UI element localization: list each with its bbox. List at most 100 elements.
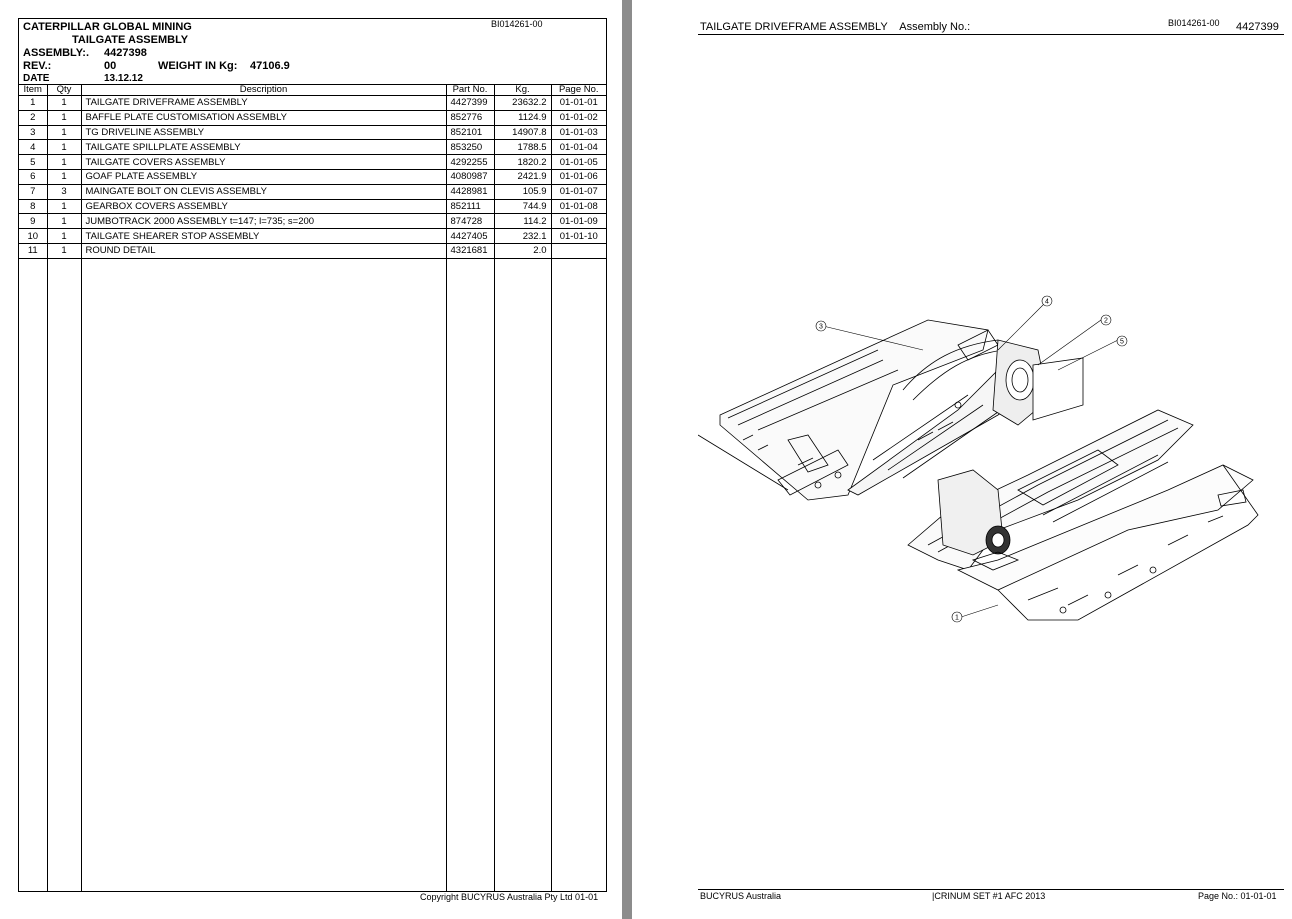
balloon-3: 3 bbox=[815, 320, 827, 332]
item-cell: 9 bbox=[19, 213, 47, 230]
qty-cell: 1 bbox=[46, 169, 81, 185]
item-cell: 11 bbox=[19, 243, 47, 259]
qty-cell: 1 bbox=[46, 154, 81, 170]
description-cell: TAILGATE SPILLPLATE ASSEMBLY bbox=[80, 139, 446, 156]
svg-text:3: 3 bbox=[819, 324, 823, 331]
drawing-title: TAILGATE DRIVEFRAME ASSEMBLY Assembly No… bbox=[700, 21, 970, 33]
assembly-drawing: 3 4 2 5 1 bbox=[698, 295, 1259, 623]
column-header-part-no: Part No. bbox=[445, 84, 494, 96]
footer-set: |CRINUM SET #1 AFC 2013 bbox=[932, 891, 1046, 901]
qty-cell: 1 bbox=[46, 139, 81, 156]
drawing-assembly-number: 4427399 bbox=[1236, 21, 1279, 33]
balloon-2: 2 bbox=[1100, 314, 1112, 326]
copyright-footer: Copyright BUCYRUS Australia Pty Ltd 01-0… bbox=[420, 892, 599, 902]
part-no-cell: 4292255 bbox=[445, 154, 494, 170]
balloon-4: 4 bbox=[1041, 295, 1053, 307]
description-cell: BAFFLE PLATE CUSTOMISATION ASSEMBLY bbox=[80, 110, 446, 126]
description-cell: TAILGATE SHEARER STOP ASSEMBLY bbox=[80, 228, 446, 244]
weight-cell: 114.2 bbox=[493, 213, 551, 230]
weight-label: WEIGHT IN Kg: bbox=[158, 60, 238, 72]
page-no-cell: 01-01-06 bbox=[550, 169, 606, 185]
column-header-item: Item bbox=[19, 84, 47, 96]
part-no-cell: 852776 bbox=[445, 110, 494, 126]
item-cell: 2 bbox=[19, 110, 47, 126]
document-id: BI014261-00 bbox=[491, 19, 543, 29]
qty-cell: 1 bbox=[46, 213, 81, 230]
part-no-cell: 4427405 bbox=[445, 228, 494, 244]
footer-page-number: Page No.: 01-01-01 bbox=[1198, 891, 1277, 901]
qty-cell: 1 bbox=[46, 110, 81, 126]
svg-text:4: 4 bbox=[1045, 299, 1049, 306]
assembly-no-label: Assembly No.: bbox=[899, 21, 971, 33]
item-cell: 8 bbox=[19, 199, 47, 215]
column-header-kg: Kg. bbox=[493, 84, 551, 96]
qty-cell: 1 bbox=[46, 228, 81, 244]
part-no-cell: 4427399 bbox=[445, 95, 494, 111]
part-no-cell: 4080987 bbox=[445, 169, 494, 185]
table-header-row: Item Qty Description Part No. Kg. Page N… bbox=[19, 84, 606, 96]
page-no-cell: 01-01-05 bbox=[550, 154, 606, 170]
page-no-cell: 01-01-09 bbox=[550, 213, 606, 230]
lower-driveframe bbox=[907, 409, 1259, 621]
assembly-number: 4427398 bbox=[104, 47, 147, 59]
description-cell: ROUND DETAIL bbox=[80, 243, 446, 259]
date-value: 13.12.12 bbox=[104, 73, 143, 84]
qty-cell: 1 bbox=[46, 95, 81, 111]
weight-cell: 105.9 bbox=[493, 184, 551, 200]
footer-company: BUCYRUS Australia bbox=[700, 891, 782, 901]
item-cell: 5 bbox=[19, 154, 47, 170]
svg-text:5: 5 bbox=[1120, 339, 1124, 346]
weight-cell: 1124.9 bbox=[493, 110, 551, 126]
page-no-cell: 01-01-04 bbox=[550, 139, 606, 156]
leader-lines bbox=[822, 301, 1119, 619]
qty-cell: 1 bbox=[46, 199, 81, 215]
item-cell: 1 bbox=[19, 95, 47, 111]
svg-text:1: 1 bbox=[955, 615, 959, 622]
assembly-title: TAILGATE ASSEMBLY bbox=[72, 34, 189, 46]
description-cell: MAINGATE BOLT ON CLEVIS ASSEMBLY bbox=[80, 184, 446, 200]
part-no-cell: 853250 bbox=[445, 139, 494, 156]
part-no-cell: 852111 bbox=[445, 199, 494, 215]
description-cell: GEARBOX COVERS ASSEMBLY bbox=[80, 199, 446, 215]
parts-list-page: CATERPILLAR GLOBAL MINING BI014261-00 TA… bbox=[0, 0, 622, 919]
item-balloons: 3 4 2 5 1 bbox=[815, 295, 1128, 623]
upper-driveframe bbox=[698, 319, 1084, 501]
drawing-document-id: BI014261-00 bbox=[1168, 18, 1220, 28]
footer-rule bbox=[698, 889, 1284, 890]
item-cell: 3 bbox=[19, 125, 47, 141]
description-cell: TAILGATE COVERS ASSEMBLY bbox=[80, 154, 446, 170]
part-no-cell: 874728 bbox=[445, 213, 494, 230]
drawing-title-text: TAILGATE DRIVEFRAME ASSEMBLY bbox=[700, 21, 888, 33]
page-no-cell bbox=[550, 243, 606, 259]
rev-value: 00 bbox=[104, 60, 117, 72]
page-no-cell: 01-01-08 bbox=[550, 199, 606, 215]
header-rule bbox=[698, 34, 1284, 35]
item-cell: 10 bbox=[19, 228, 47, 244]
item-cell: 6 bbox=[19, 169, 47, 185]
description-cell: TG DRIVELINE ASSEMBLY bbox=[80, 125, 446, 141]
balloon-1: 1 bbox=[951, 611, 963, 623]
description-cell: JUMBOTRACK 2000 ASSEMBLY t=147; l=735; s… bbox=[80, 213, 446, 230]
weight-cell: 1820.2 bbox=[493, 154, 551, 170]
svg-text:2: 2 bbox=[1104, 318, 1108, 325]
page-no-cell: 01-01-03 bbox=[550, 125, 606, 141]
balloon-5: 5 bbox=[1116, 335, 1128, 347]
weight-cell: 2421.9 bbox=[493, 169, 551, 185]
part-no-cell: 4321681 bbox=[445, 243, 494, 259]
weight-cell: 232.1 bbox=[493, 228, 551, 244]
page-no-cell: 01-01-10 bbox=[550, 228, 606, 244]
page-divider bbox=[622, 0, 632, 919]
qty-cell: 1 bbox=[46, 125, 81, 141]
weight-cell: 2.0 bbox=[493, 243, 551, 259]
parts-table: Item Qty Description Part No. Kg. Page N… bbox=[19, 84, 606, 259]
column-header-page-no: Page No. bbox=[550, 84, 606, 96]
description-cell: TAILGATE DRIVEFRAME ASSEMBLY bbox=[80, 95, 446, 111]
item-cell: 7 bbox=[19, 184, 47, 200]
